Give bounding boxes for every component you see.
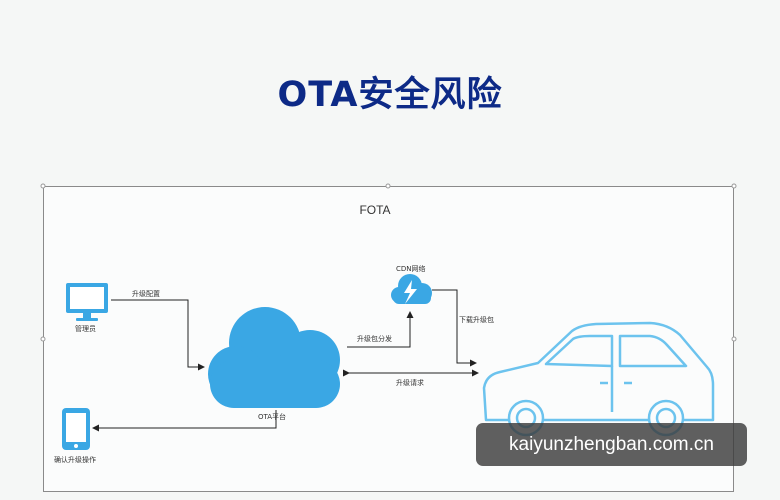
edge-upgrade-config	[111, 299, 205, 371]
diagram-title: FOTA	[359, 203, 391, 217]
watermark-badge: kaiyunzhengban.com.cn	[476, 423, 747, 466]
monitor-icon	[66, 283, 108, 321]
platform-label: OTA平台	[258, 413, 287, 421]
edge-package-distribute	[347, 311, 414, 348]
car-icon	[482, 321, 715, 437]
edge-download-package	[432, 289, 477, 367]
download-package-label: 下载升级包	[459, 316, 494, 324]
admin-label: 管理员	[75, 325, 96, 333]
cdn-label: CDN网络	[396, 265, 426, 273]
upgrade-config-label: 升级配置	[132, 290, 160, 298]
upgrade-request-label: 升级请求	[396, 379, 424, 387]
mobile-label: 确认升级操作	[54, 456, 96, 464]
cdn-cloud-icon	[391, 274, 432, 304]
frame-handles	[40, 183, 737, 342]
page-title: OTA安全风险	[277, 75, 503, 115]
edge-confirm-upgrade	[92, 410, 277, 432]
mobile-phone-icon	[62, 408, 90, 450]
ota-cloud-icon	[208, 307, 340, 408]
package-distribute-label: 升级包分发	[357, 335, 392, 343]
